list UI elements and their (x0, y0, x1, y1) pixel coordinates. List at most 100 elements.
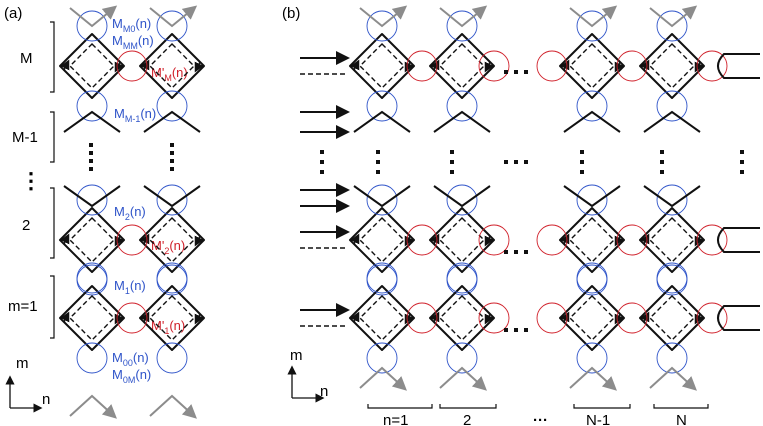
partial-ring (643, 110, 701, 133)
inner-ring (69, 295, 115, 341)
partial-ring (433, 185, 491, 208)
coupling-circle-blue (366, 90, 398, 122)
ring-arrow (694, 61, 704, 73)
inner-ring (359, 217, 405, 263)
panel-b-label: (b) (282, 5, 300, 22)
inner-ring (569, 43, 615, 89)
ring-arrow (114, 235, 124, 247)
blue-label-mmm: MMM(n) (112, 33, 154, 51)
axis-b-n: n (320, 383, 328, 400)
coupling-circle-blue (446, 90, 478, 122)
coupling-circle-blue (446, 342, 478, 374)
blue-label-mm0: MM0(n) (112, 16, 151, 34)
outer-ring (639, 207, 705, 273)
coupling-circle-blue (656, 10, 688, 42)
coupling-circle-blue (446, 264, 478, 296)
ring-arrow (640, 233, 650, 245)
ring-arrow (614, 313, 624, 325)
coupling-circle-blue (366, 10, 398, 42)
partial-ring (143, 185, 201, 208)
coupling-circle-red (478, 50, 510, 82)
ellipsis-dots (89, 70, 744, 332)
ring-arrow (350, 59, 360, 71)
coupling-circle-red (478, 224, 510, 256)
ring-arrow (114, 313, 124, 325)
partial-ring (563, 110, 621, 133)
coupling-circle-blue (76, 342, 108, 374)
blue-label-mm-1: MM-1(n) (114, 106, 156, 124)
ring-arrow (404, 61, 414, 73)
red-label-mp2: M'2(n) (151, 238, 185, 256)
ring-arrow (140, 59, 150, 71)
ring-arrow (404, 313, 414, 325)
coupling-circle-blue (366, 262, 398, 294)
ring-arrow (430, 59, 440, 71)
blue-label-m0m: M0M(n) (112, 367, 151, 385)
axis-b-m: m (290, 347, 303, 364)
coupling-circle-blue (366, 342, 398, 374)
end-loop (717, 53, 760, 79)
ring-arrow (614, 61, 624, 73)
coupling-circle-blue (156, 262, 188, 294)
output-waveguide (359, 366, 407, 391)
ring-arrow (194, 61, 204, 73)
input-waveguide (569, 5, 618, 28)
input-waveguide (149, 5, 198, 28)
outer-ring (349, 285, 415, 351)
ring-arrow (60, 59, 70, 71)
outer-ring (59, 33, 125, 99)
partial-ring (643, 185, 701, 208)
outer-ring (59, 207, 125, 273)
ring-arrow (640, 59, 650, 71)
outer-ring (559, 285, 625, 351)
row-label-vdots: ⋮ (20, 168, 42, 193)
coupling-circle-blue (576, 342, 608, 374)
inner-ring (649, 43, 695, 89)
axes-a (5, 375, 43, 413)
outer-ring (349, 33, 415, 99)
coupling-circle-blue (656, 90, 688, 122)
blue-label-m2: M2(n) (114, 204, 146, 222)
column-label-n: N (676, 412, 687, 426)
coupling-circle-red (406, 302, 438, 334)
outer-ring (639, 33, 705, 99)
coupling-circle-red (478, 302, 510, 334)
partial-ring (63, 110, 121, 133)
ring-arrow (484, 61, 494, 73)
blue-label-m1: M1(n) (114, 278, 146, 296)
row-brackets (50, 21, 55, 339)
column-ellipsis: ··· (533, 412, 548, 426)
end-loop (717, 305, 760, 331)
inner-ring (69, 43, 115, 89)
ring-arrow (560, 311, 570, 323)
coupling-circle-red (536, 224, 568, 256)
inner-ring (359, 43, 405, 89)
ring-arrow (404, 235, 414, 247)
inner-ring (649, 217, 695, 263)
input-waveguide (649, 5, 698, 28)
coupling-circle-blue (156, 342, 188, 374)
blue-label-m00: M00(n) (112, 350, 149, 368)
ring-arrow (614, 235, 624, 247)
ring-arrow (560, 233, 570, 245)
inner-ring (649, 295, 695, 341)
coupling-circle-red (116, 50, 148, 82)
coupling-circle-red (406, 50, 438, 82)
coupling-circle-blue (366, 264, 398, 296)
row-label-2: 2 (22, 217, 30, 234)
outer-ring (139, 285, 205, 351)
outer-ring (639, 285, 705, 351)
column-label-2: 2 (463, 412, 471, 426)
inner-ring (569, 295, 615, 341)
coupling-circle-red (696, 302, 728, 334)
ring-arrow (350, 233, 360, 245)
coupling-circle-red (696, 50, 728, 82)
coupling-circle-blue (656, 262, 688, 294)
coupling-circle-blue (156, 90, 188, 122)
ring-arrow (140, 311, 150, 323)
coupling-circle-blue (76, 184, 108, 216)
outer-ring (559, 33, 625, 99)
axis-a-m: m (16, 355, 29, 372)
output-waveguide (149, 394, 197, 419)
